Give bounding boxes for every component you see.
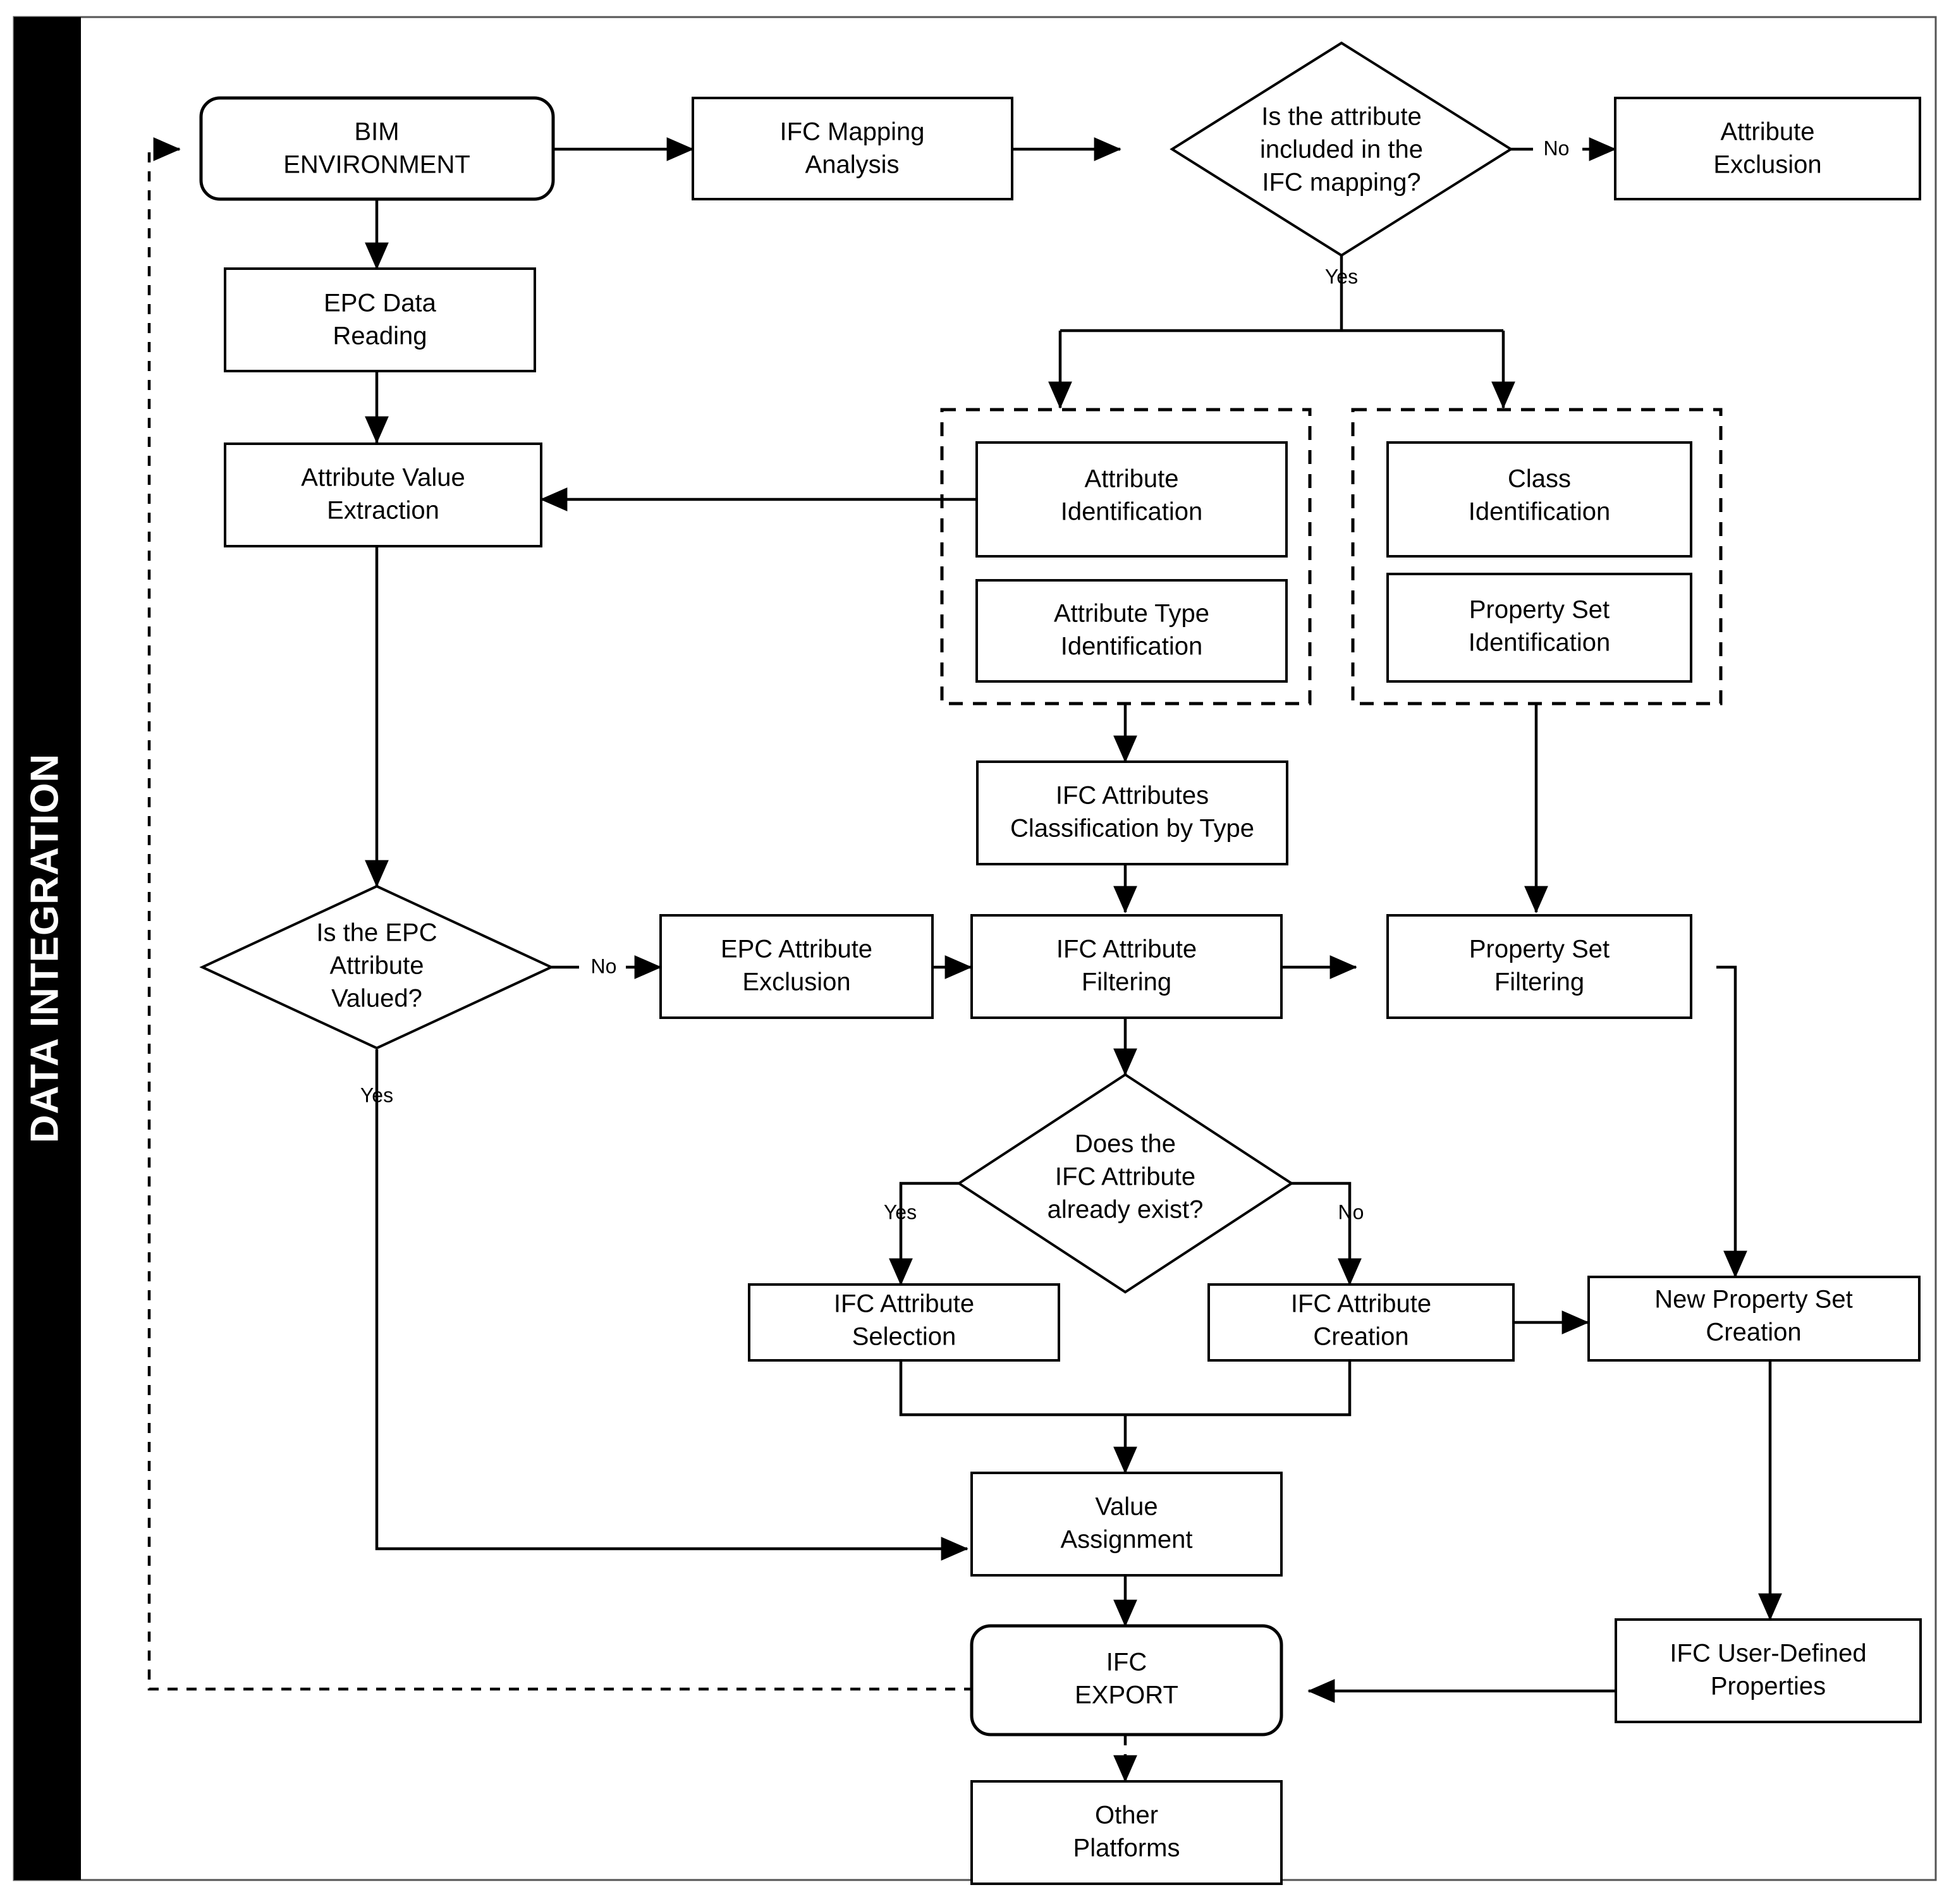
other-platforms-line2: Platforms xyxy=(1073,1834,1180,1862)
node-attribute-value-extraction[interactable]: Attribute Value Extraction xyxy=(224,442,542,547)
attribute-exclusion-line2: Exclusion xyxy=(1713,151,1821,179)
node-epc-attribute-exclusion[interactable]: EPC Attribute Exclusion xyxy=(659,914,934,1019)
attribute-value-extraction-line1: Attribute Value xyxy=(301,464,465,492)
attribute-mapping-decision-line1: Is the attribute xyxy=(1261,103,1421,131)
value-assignment-line1: Value xyxy=(1095,1493,1158,1521)
node-attribute-type-identification[interactable]: Attribute Type Identification xyxy=(975,579,1288,683)
ifc-export-line2: EXPORT xyxy=(1075,1681,1178,1709)
epc-valued-decision-line3: Valued? xyxy=(331,985,422,1013)
epc-valued-decision-line2: Attribute xyxy=(330,952,424,980)
attribute-type-identification-line1: Attribute Type xyxy=(1054,600,1209,628)
class-identification-line1: Class xyxy=(1508,465,1571,493)
ifc-attribute-exists-line3: already exist? xyxy=(1048,1196,1204,1224)
other-platforms-line1: Other xyxy=(1095,1802,1158,1829)
epc-attribute-exclusion-line1: EPC Attribute xyxy=(721,936,872,963)
attribute-exclusion-line1: Attribute xyxy=(1721,118,1815,146)
epc-data-reading-line2: Reading xyxy=(333,322,427,350)
new-property-set-creation-line1: New Property Set xyxy=(1654,1286,1852,1314)
attribute-type-identification-line2: Identification xyxy=(1061,633,1203,661)
node-ifc-attribute-creation[interactable]: IFC Attribute Creation xyxy=(1207,1283,1515,1362)
value-assignment-line2: Assignment xyxy=(1061,1526,1193,1554)
epc-data-reading-line1: EPC Data xyxy=(324,290,437,317)
ifc-attribute-creation-line1: IFC Attribute xyxy=(1291,1290,1431,1318)
attribute-identification-line1: Attribute xyxy=(1085,465,1179,493)
edge-export-feedback-loop xyxy=(147,137,974,1691)
edge-label-epc-yes: Yes xyxy=(360,1083,393,1106)
ifc-attribute-selection-line1: IFC Attribute xyxy=(834,1290,974,1318)
property-set-identification-line2: Identification xyxy=(1469,629,1611,657)
edge-label-epc-no: No xyxy=(591,955,617,977)
ifc-export-line1: IFC xyxy=(1106,1649,1147,1676)
class-identification-line2: Identification xyxy=(1469,498,1611,526)
node-property-set-identification[interactable]: Property Set Identification xyxy=(1386,573,1692,683)
edge-exists-no xyxy=(1292,1181,1362,1286)
node-ifc-export[interactable]: IFC EXPORT xyxy=(970,1624,1283,1736)
property-set-filtering-line2: Filtering xyxy=(1494,968,1584,996)
property-set-identification-line1: Property Set xyxy=(1469,596,1610,624)
ifc-attributes-classification-line1: IFC Attributes xyxy=(1056,782,1209,810)
ifc-user-defined-properties-line2: Properties xyxy=(1711,1673,1826,1700)
node-attribute-identification[interactable]: Attribute Identification xyxy=(975,441,1288,558)
edge-epc-yes xyxy=(375,1049,968,1561)
edge-label-mapping-yes: Yes xyxy=(1325,265,1358,288)
edge-label-exists-no: No xyxy=(1338,1200,1364,1223)
node-epc-data-reading[interactable]: EPC Data Reading xyxy=(224,267,536,372)
ifc-mapping-analysis-line1: IFC Mapping xyxy=(780,118,925,146)
node-ifc-attribute-selection[interactable]: IFC Attribute Selection xyxy=(748,1283,1060,1362)
edge-psfilter-to-new-pset xyxy=(1716,965,1747,1278)
attribute-mapping-decision-line2: included in the xyxy=(1260,136,1423,164)
property-set-filtering-line1: Property Set xyxy=(1469,936,1610,963)
ifc-attribute-creation-line2: Creation xyxy=(1313,1323,1408,1351)
edge-selection-merge xyxy=(899,1360,1352,1417)
ifc-mapping-analysis-line2: Analysis xyxy=(805,151,900,179)
node-ifc-attribute-filtering[interactable]: IFC Attribute Filtering xyxy=(970,914,1283,1019)
node-value-assignment[interactable]: Value Assignment xyxy=(970,1472,1283,1577)
epc-attribute-exclusion-line2: Exclusion xyxy=(742,968,850,996)
node-new-property-set-creation[interactable]: New Property Set Creation xyxy=(1587,1276,1921,1362)
epc-valued-decision-line1: Is the EPC xyxy=(316,919,437,947)
edge-label-exists-yes: Yes xyxy=(884,1200,917,1223)
attribute-identification-line2: Identification xyxy=(1061,498,1203,526)
sidebar-title: DATA INTEGRATION xyxy=(23,754,66,1143)
ifc-attribute-exists-line1: Does the xyxy=(1075,1130,1176,1158)
ifc-attribute-exists-line2: IFC Attribute xyxy=(1055,1163,1195,1191)
node-class-identification[interactable]: Class Identification xyxy=(1386,441,1692,558)
bim-environment-line1: BIM xyxy=(354,118,399,146)
node-property-set-filtering[interactable]: Property Set Filtering xyxy=(1386,914,1692,1019)
attribute-identification-group xyxy=(940,408,1312,705)
bim-environment-line2: ENVIRONMENT xyxy=(283,151,470,179)
node-attribute-exclusion[interactable]: Attribute Exclusion xyxy=(1614,97,1921,200)
node-ifc-mapping-analysis[interactable]: IFC Mapping Analysis xyxy=(692,97,1013,200)
node-ifc-attribute-exists-decision[interactable]: Does the IFC Attribute already exist? xyxy=(956,1073,1294,1294)
ifc-user-defined-properties-line1: IFC User-Defined xyxy=(1670,1640,1866,1668)
ifc-attribute-filtering-line1: IFC Attribute xyxy=(1056,936,1197,963)
node-other-platforms[interactable]: Other Platforms xyxy=(970,1780,1283,1885)
node-ifc-attributes-classification[interactable]: IFC Attributes Classification by Type xyxy=(976,760,1288,865)
node-ifc-user-defined-properties[interactable]: IFC User-Defined Properties xyxy=(1615,1618,1922,1723)
attribute-value-extraction-line2: Extraction xyxy=(327,497,439,525)
ifc-attributes-classification-line2: Classification by Type xyxy=(1010,815,1254,843)
node-bim-environment[interactable]: BIM ENVIRONMENT xyxy=(199,96,555,201)
ifc-attribute-filtering-line2: Filtering xyxy=(1082,968,1171,996)
edge-label-mapping-no: No xyxy=(1544,137,1570,159)
class-identification-group xyxy=(1351,408,1723,705)
node-epc-valued-decision[interactable]: Is the EPC Attribute Valued? xyxy=(199,884,554,1050)
node-attribute-mapping-decision[interactable]: Is the attribute included in the IFC map… xyxy=(1170,41,1513,257)
sidebar-band xyxy=(14,17,81,1880)
new-property-set-creation-line2: Creation xyxy=(1706,1319,1801,1346)
ifc-attribute-selection-line2: Selection xyxy=(852,1323,956,1351)
attribute-mapping-decision-line3: IFC mapping? xyxy=(1262,169,1421,197)
edge-exists-yes xyxy=(889,1181,959,1286)
